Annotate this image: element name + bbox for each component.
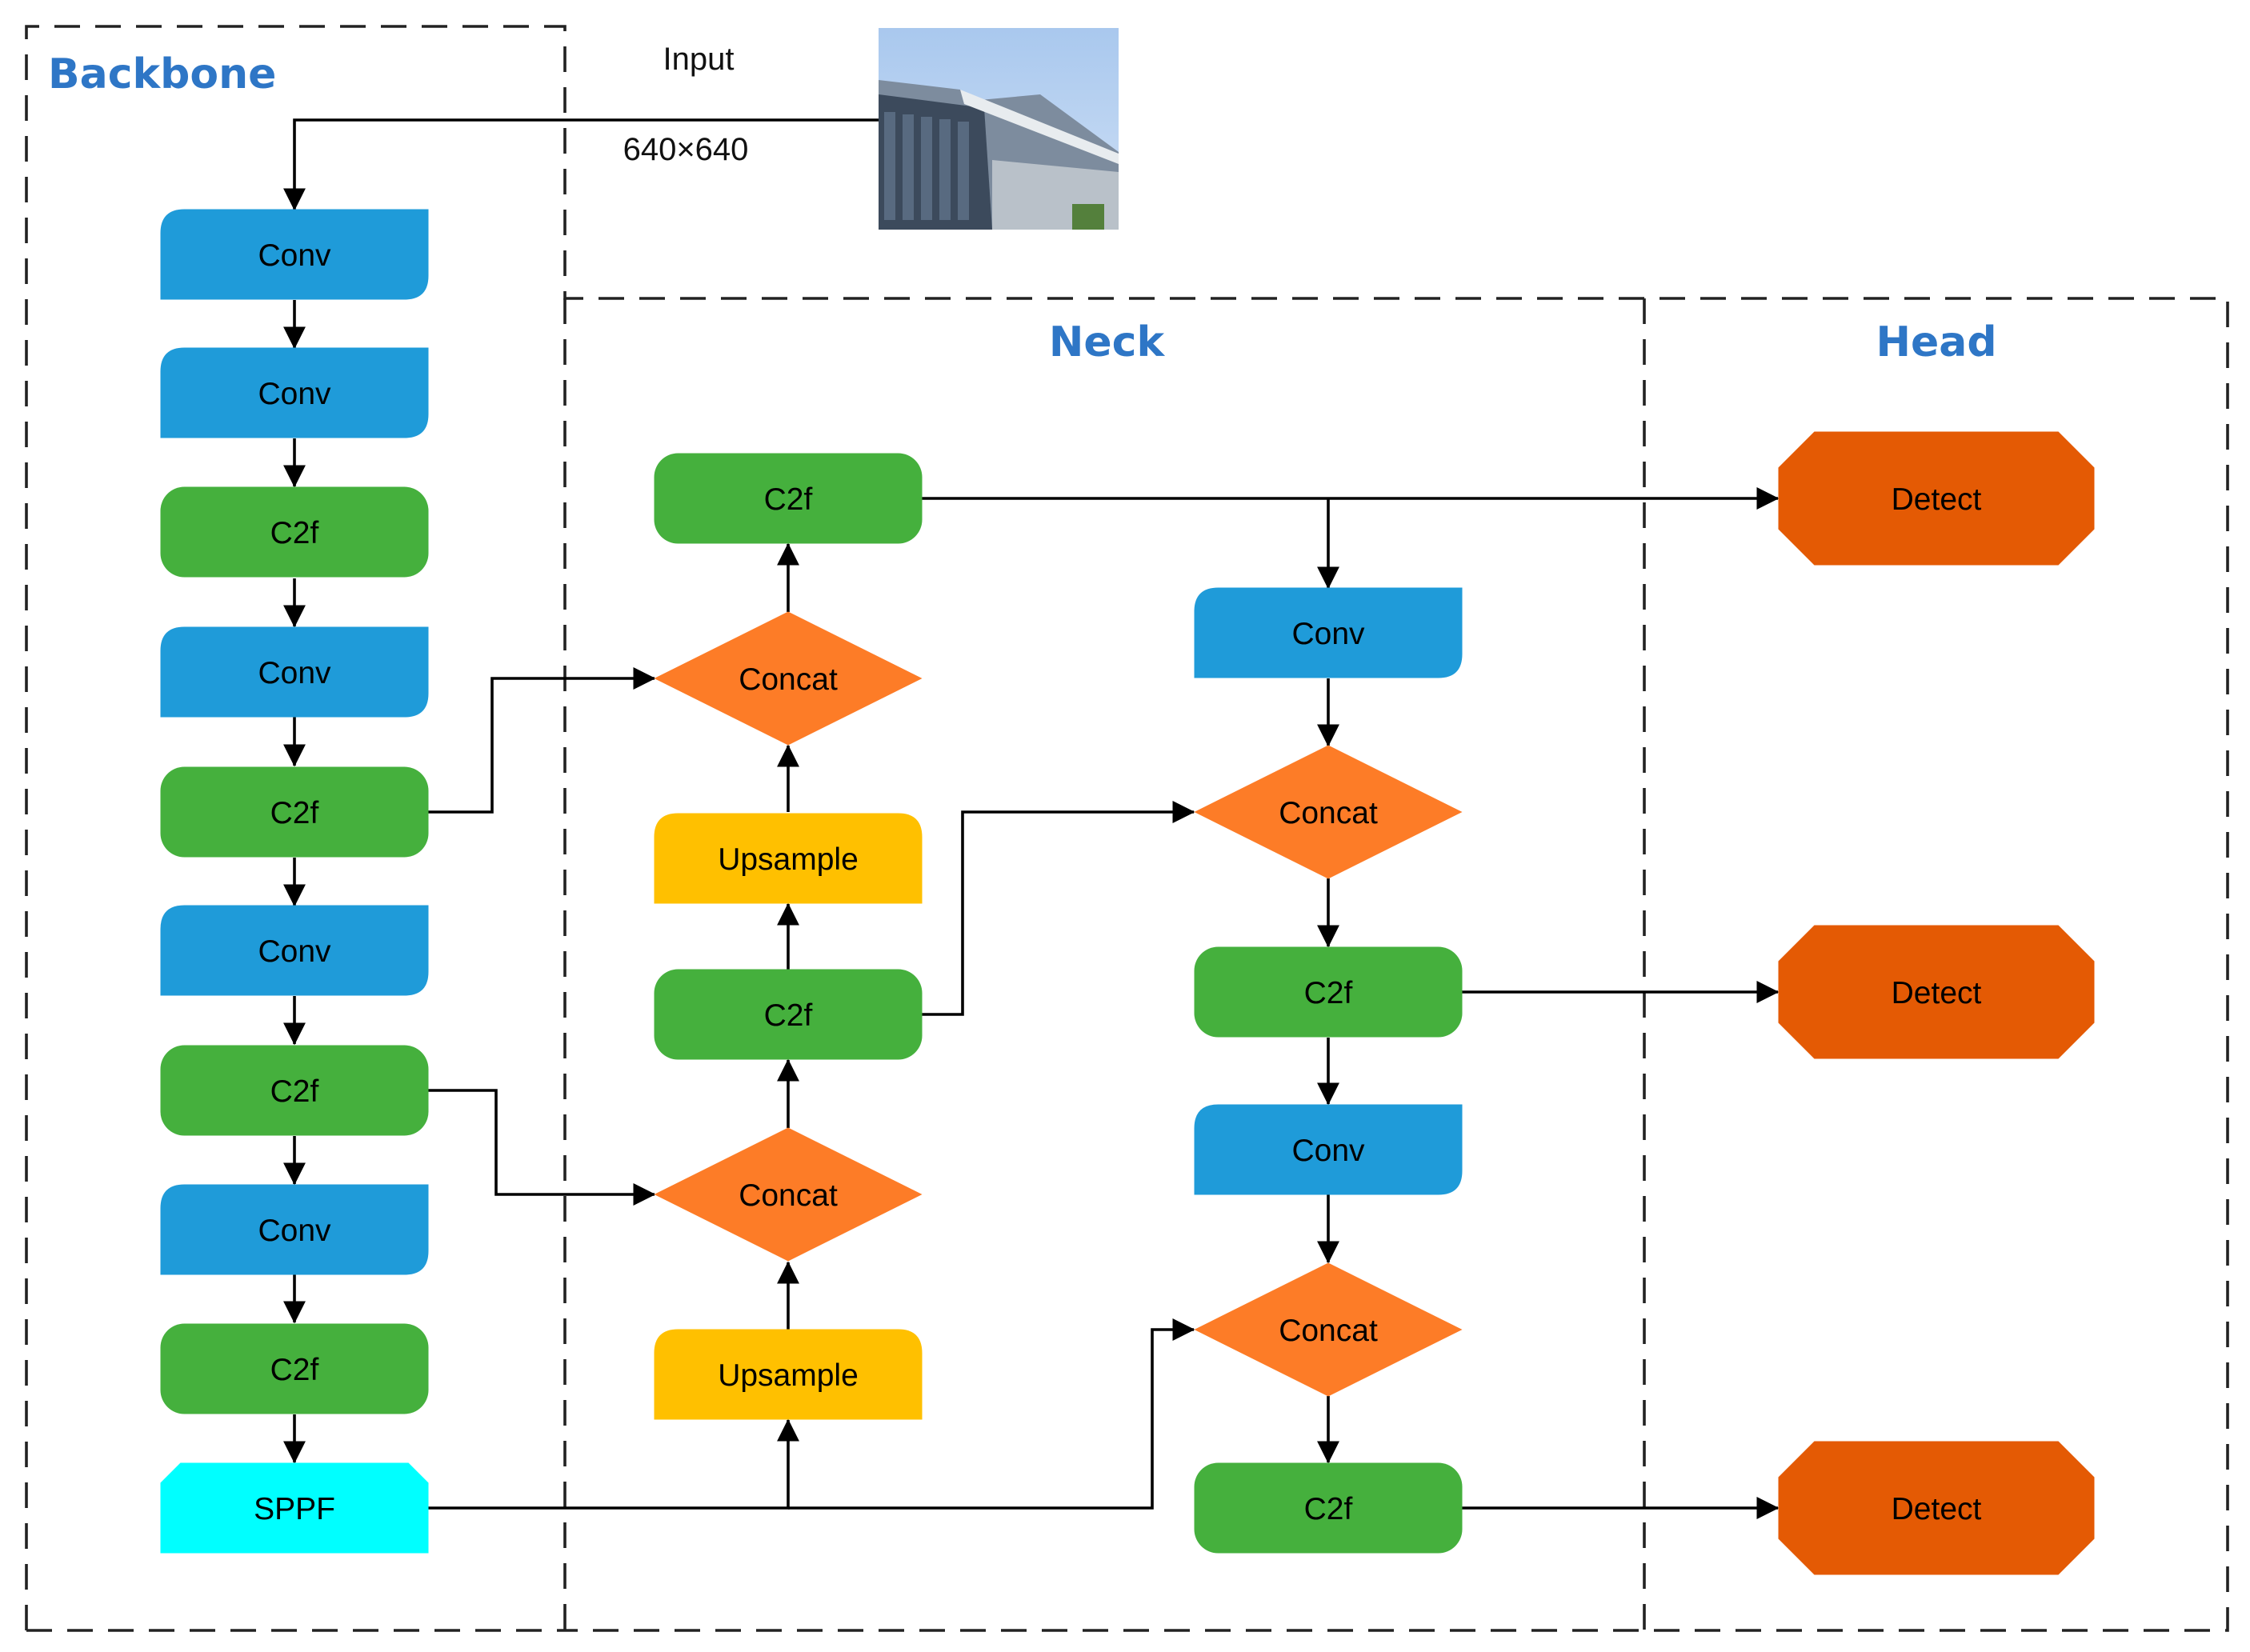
node-label: Upsample (718, 842, 859, 877)
node-shape (160, 766, 429, 858)
edge-sppf-to-rcat2 (788, 1318, 1195, 1510)
neck-title: Neck (1049, 318, 1166, 366)
node-label: C2f (270, 796, 319, 830)
node-label: Concat (1279, 1314, 1378, 1348)
node-label: C2f (764, 482, 813, 517)
node-shape (160, 626, 429, 718)
node-b8: Conv (160, 1184, 429, 1275)
node-r-c2f1: C2f (1194, 946, 1463, 1038)
node-b1: Conv (160, 209, 429, 300)
node-shape (160, 347, 429, 438)
node-shape (1778, 431, 2095, 566)
node-shape (654, 1329, 923, 1420)
node-r-cat1: Concat (1194, 745, 1463, 879)
node-shape (1194, 587, 1463, 678)
node-label: Conv (1291, 1134, 1365, 1168)
head-title: Head (1876, 318, 1996, 366)
backbone-title: Backbone (48, 50, 276, 98)
input-size-label: 640×640 (623, 132, 749, 167)
node-b6: Conv (160, 905, 429, 996)
node-n-c2f2: C2f (654, 453, 923, 544)
node-b5: C2f (160, 766, 429, 858)
edge-b5-to-cat2 (428, 667, 656, 814)
node-shape (1778, 925, 2095, 1059)
node-h3: Detect (1778, 1441, 2095, 1575)
node-label: C2f (270, 516, 319, 550)
node-h1: Detect (1778, 431, 2095, 566)
node-shape (1194, 946, 1463, 1038)
node-label: Upsample (718, 1358, 859, 1393)
region-borders (25, 25, 2229, 1632)
node-shape (1194, 745, 1463, 879)
node-label: Concat (739, 662, 838, 697)
node-label: Detect (1892, 1492, 1982, 1526)
node-shape (160, 905, 429, 996)
node-shape (160, 1184, 429, 1275)
node-r-conv1: Conv (1194, 587, 1463, 678)
node-n-cat2: Concat (654, 611, 923, 746)
node-label: Conv (258, 656, 331, 690)
node-label: C2f (764, 998, 813, 1033)
node-shape (654, 453, 923, 544)
node-label: Detect (1892, 482, 1982, 517)
node-shape (1778, 1441, 2095, 1575)
nodes: ConvConvC2fConvC2fConvC2fConvC2fSPPFC2fC… (160, 209, 2095, 1575)
node-shape (160, 209, 429, 300)
node-r-cat2: Concat (1194, 1262, 1463, 1397)
input-label: Input (663, 42, 735, 77)
node-shape (160, 1462, 429, 1554)
node-shape (1194, 1462, 1463, 1554)
node-b9: C2f (160, 1323, 429, 1414)
node-label: Concat (1279, 796, 1378, 830)
node-label: Detect (1892, 976, 1982, 1010)
node-label: C2f (270, 1074, 319, 1109)
node-shape (654, 969, 923, 1060)
node-h2: Detect (1778, 925, 2095, 1059)
node-label: Concat (739, 1178, 838, 1213)
node-b4: Conv (160, 626, 429, 718)
edge-b7-to-cat1 (428, 1089, 656, 1206)
node-shape (654, 1127, 923, 1262)
node-shape (1194, 1262, 1463, 1397)
node-label: C2f (270, 1353, 319, 1387)
node-shape (654, 813, 923, 904)
node-label: Conv (258, 1214, 331, 1248)
node-label: C2f (1304, 1492, 1353, 1526)
node-n-c2f1: C2f (654, 969, 923, 1060)
node-r-c2f2: C2f (1194, 1462, 1463, 1554)
node-n-cat1: Concat (654, 1127, 923, 1262)
edge-input-to-conv (283, 118, 879, 211)
node-b2: Conv (160, 347, 429, 438)
node-b7: C2f (160, 1045, 429, 1136)
node-n-up1: Upsample (654, 1329, 923, 1420)
node-b3: C2f (160, 486, 429, 578)
edge-c2f1-to-rcat1 (922, 801, 1195, 1016)
edges (283, 118, 1780, 1519)
node-shape (160, 486, 429, 578)
node-b10: SPPF (160, 1462, 429, 1554)
node-label: Conv (1291, 617, 1365, 651)
node-label: Conv (258, 934, 331, 969)
node-n-up2: Upsample (654, 813, 923, 904)
node-label: C2f (1304, 976, 1353, 1010)
node-r-conv2: Conv (1194, 1104, 1463, 1195)
edge-sppf-to-up1 (428, 1418, 799, 1510)
node-label: Conv (258, 377, 331, 411)
input-image (879, 28, 1119, 230)
node-shape (654, 611, 923, 746)
node-shape (160, 1045, 429, 1136)
node-label: Conv (258, 238, 331, 273)
node-label: SPPF (254, 1492, 335, 1526)
node-shape (1194, 1104, 1463, 1195)
node-shape (160, 1323, 429, 1414)
